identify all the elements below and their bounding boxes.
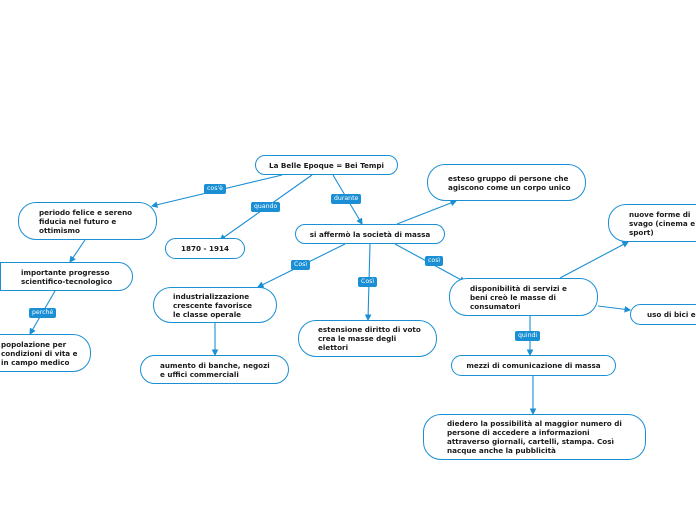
node-industrializzazione[interactable]: industrializzazione crescente favorisce … [153, 287, 277, 323]
edge-servizi-svago [559, 241, 629, 279]
node-banche[interactable]: aumento di banche, negozi e uffici comme… [140, 355, 289, 384]
node-popolazione[interactable]: popolazione per condizioni di vita e in … [0, 334, 91, 372]
edge-label-perche: perché [29, 308, 57, 319]
node-root[interactable]: La Belle Epoque = Bei Tempi [255, 155, 398, 175]
node-servizi[interactable]: disponibilità di servizi e beni creò le … [449, 278, 598, 316]
edge-servizi-bici [597, 305, 632, 313]
node-diedero[interactable]: diedero la possibilità al maggior numero… [423, 414, 646, 460]
node-anni[interactable]: 1870 - 1914 [165, 238, 245, 259]
node-periodo[interactable]: periodo felice e sereno fiducia nel futu… [18, 202, 157, 240]
edge-societa-gruppo [396, 199, 458, 225]
edge-label-quando: quando [251, 202, 281, 213]
edge-label-cosi-3: così [425, 256, 444, 267]
edge-label-cose: cos'è [204, 184, 226, 195]
edge-periodo-progresso [69, 239, 86, 263]
node-bici[interactable]: uso di bici e [630, 304, 696, 325]
edge-label-durante: durante [331, 194, 362, 205]
node-progresso[interactable]: importante progresso scientifico-tecnolo… [0, 262, 133, 291]
edge-label-quindi: quindi [515, 331, 541, 342]
node-svago[interactable]: nuove forme di svago (cinema e sport) [608, 204, 696, 242]
edge-label-cosi-2: Così [358, 277, 378, 288]
node-voto[interactable]: estensione diritto di voto crea le masse… [298, 320, 437, 357]
edge-label-cosi-1: Così [291, 260, 311, 271]
node-societa[interactable]: si affermò la società di massa [295, 224, 445, 244]
node-mezzi[interactable]: mezzi di comunicazione di massa [451, 355, 616, 376]
node-gruppo[interactable]: esteso gruppo di persone che agiscono co… [427, 164, 586, 201]
